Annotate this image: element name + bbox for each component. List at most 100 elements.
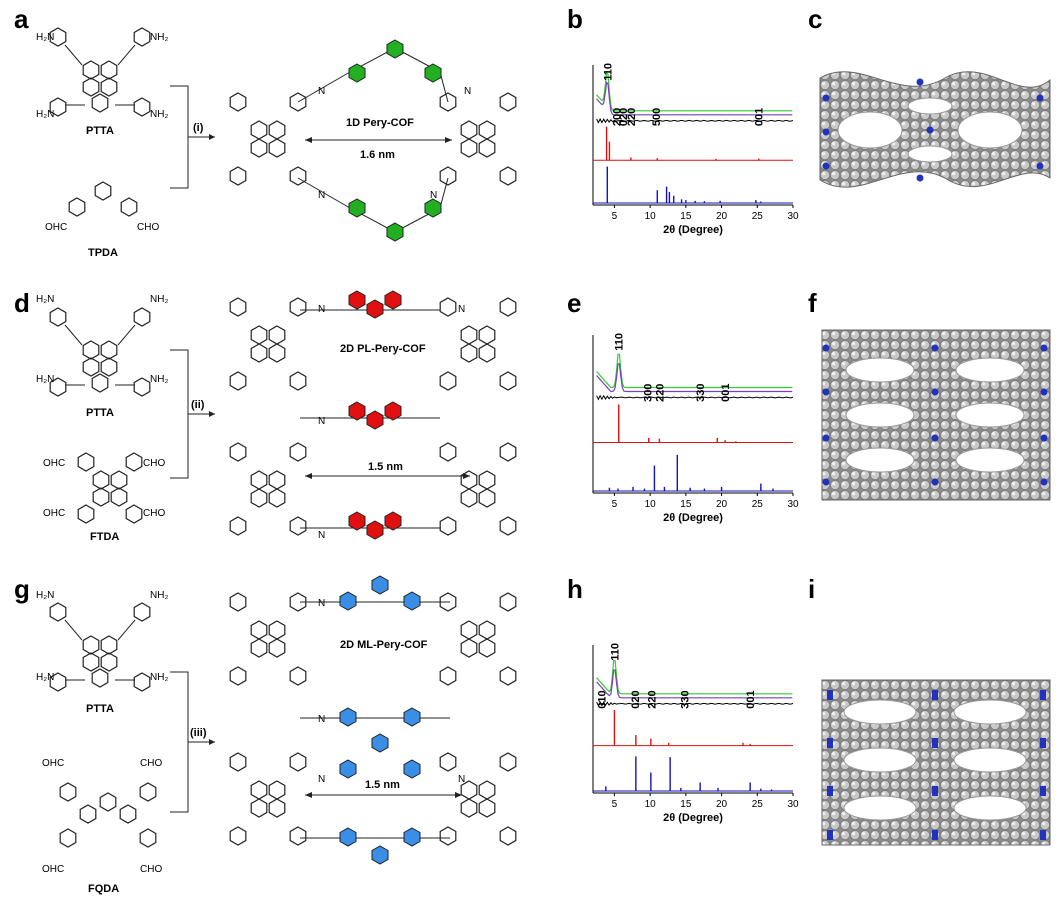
- monomer-label-ptta-2: PTTA: [86, 407, 114, 419]
- aldehyde-group-1: OHC: [45, 222, 67, 233]
- panel-label-e: e: [567, 288, 581, 318]
- panel-label-b: b: [567, 4, 583, 34]
- linker-ring: [348, 401, 366, 421]
- monomer-label-ptta-3: PTTA: [86, 703, 114, 715]
- panel-label-i: i: [808, 574, 815, 604]
- peak-label: 020: [618, 108, 630, 126]
- panel-label-h: h: [567, 574, 583, 604]
- peak-label: 001: [745, 690, 757, 708]
- monomer-ptta-row2: [49, 307, 151, 397]
- peak-label: 110: [609, 643, 621, 661]
- peak-label: 200: [612, 108, 624, 126]
- linker-ring: [384, 401, 402, 421]
- linker-ring: [371, 575, 389, 595]
- cof-name-2: 2D PL-Pery-COF: [340, 343, 426, 355]
- peak-label: 330: [679, 690, 691, 708]
- amine-group-4: NH₂: [150, 672, 168, 683]
- linker-ring: [386, 39, 404, 59]
- x-axis-label: 2θ (Degree): [663, 512, 723, 524]
- amine-group-1: H₂N: [36, 294, 54, 305]
- pore-size-1: 1.6 nm: [360, 149, 395, 161]
- linker-ring: [371, 845, 389, 865]
- imine-n: N: [464, 86, 471, 97]
- xrd-curve-difference: [596, 117, 794, 124]
- linker-ring: [403, 707, 421, 727]
- monomer-label-ptta-1: PTTA: [86, 125, 114, 137]
- monomer-fqda: [59, 782, 157, 848]
- peak-label: 220: [647, 690, 659, 708]
- linker-ring: [384, 511, 402, 531]
- amine-group-2: NH₂: [150, 590, 168, 601]
- linker-ring: [371, 733, 389, 753]
- xrd-curve-pawley: [596, 81, 793, 116]
- peak-label: 010: [597, 690, 609, 708]
- xrd-curve-difference: [596, 700, 794, 707]
- xrd-curve-pawley: [596, 669, 793, 699]
- amine-group-3: H₂N: [36, 109, 54, 120]
- x-tick-label: 15: [680, 499, 692, 510]
- imine-n: N: [458, 304, 465, 315]
- xrd-curve-experimental: [596, 71, 793, 112]
- linker-ring: [366, 410, 384, 430]
- imine-n: N: [430, 190, 437, 201]
- linker-ring: [348, 290, 366, 310]
- pore-size-3: 1.5 nm: [365, 779, 400, 791]
- monomer-tpda: [68, 181, 138, 217]
- linker-ring: [339, 707, 357, 727]
- imine-n: N: [318, 714, 325, 725]
- monomer-ptta-row1: [49, 27, 151, 117]
- x-tick-label: 5: [612, 499, 618, 510]
- peak-label: 001: [720, 384, 732, 402]
- x-tick-label: 10: [645, 799, 657, 810]
- panel-label-g: g: [14, 574, 30, 604]
- space-filling-model-c: [819, 71, 1051, 188]
- reaction-step-ii: (ii): [191, 399, 205, 411]
- aldehyde-group-4: CHO: [140, 864, 162, 875]
- peak-label: 330: [695, 384, 707, 402]
- x-axis-label: 2θ (Degree): [663, 224, 723, 236]
- x-tick-label: 5: [612, 211, 618, 222]
- peak-label: 220: [626, 108, 638, 126]
- x-tick-label: 30: [787, 799, 799, 810]
- linker-ring: [403, 591, 421, 611]
- xrd-curve-experimental: [596, 353, 793, 389]
- cof-structure-2d-pl: N N N N: [229, 290, 517, 541]
- imine-n: N: [318, 86, 325, 97]
- aldehyde-group-2: CHO: [140, 758, 162, 769]
- space-filling-model-i: [821, 679, 1051, 846]
- peak-label: 220: [654, 384, 666, 402]
- amine-group-2: NH₂: [150, 294, 168, 305]
- imine-n: N: [318, 190, 325, 201]
- linker-ring: [366, 299, 384, 319]
- linker-ring: [339, 759, 357, 779]
- linker-ring: [348, 198, 366, 218]
- x-tick-label: 20: [716, 211, 728, 222]
- amine-group-1: H₂N: [36, 32, 54, 43]
- imine-n: N: [318, 774, 325, 785]
- reaction-step-iii: (iii): [190, 727, 207, 739]
- x-tick-label: 25: [752, 799, 764, 810]
- aldehyde-group-4: CHO: [143, 508, 165, 519]
- linker-ring: [339, 591, 357, 611]
- peak-label: 500: [651, 108, 663, 126]
- cof-name-3: 2D ML-Pery-COF: [340, 639, 428, 651]
- xrd-curve-experimental: [596, 660, 793, 695]
- panel-label-c: c: [808, 4, 822, 34]
- imine-n: N: [318, 598, 325, 609]
- imine-n: N: [458, 774, 465, 785]
- linker-ring: [403, 759, 421, 779]
- linker-ring: [424, 63, 442, 83]
- space-filling-model-f: [821, 329, 1051, 501]
- xrd-curve-difference: [596, 394, 794, 401]
- x-tick-label: 10: [645, 211, 657, 222]
- amine-group-3: H₂N: [36, 672, 54, 683]
- x-tick-label: 5: [612, 799, 618, 810]
- panel-label-f: f: [808, 288, 817, 318]
- cof-structure-1d: N N N N: [229, 39, 517, 242]
- linker-ring: [424, 198, 442, 218]
- aldehyde-group-1: OHC: [42, 758, 64, 769]
- peak-label: 110: [614, 333, 626, 351]
